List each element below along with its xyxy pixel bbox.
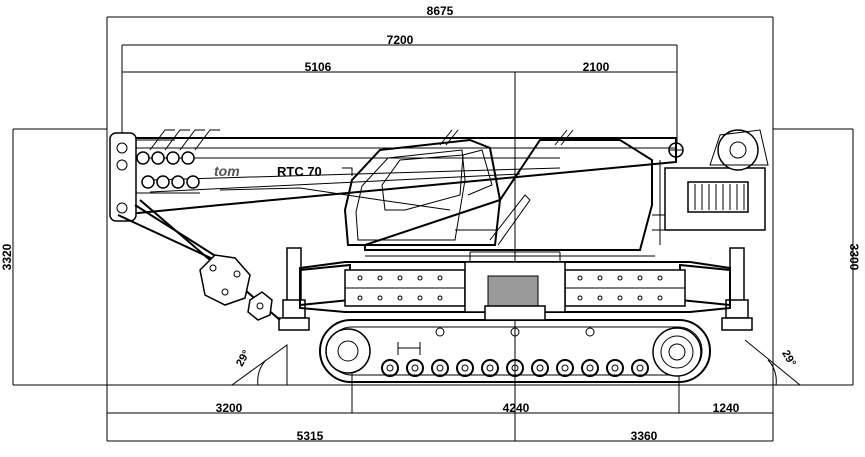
dimension-lines bbox=[12, 16, 854, 442]
frame-bolts bbox=[357, 275, 663, 301]
brand-logo: tom bbox=[214, 163, 240, 179]
dim-rear-overhang: 1240 bbox=[713, 401, 740, 415]
departure-angle-label: 29° bbox=[779, 348, 798, 368]
dim-front-to-center: 5106 bbox=[305, 60, 332, 74]
dim-axis-to-rear: 3360 bbox=[631, 429, 658, 443]
dim-overall-length: 8675 bbox=[427, 4, 454, 18]
undercarriage-frame bbox=[299, 251, 731, 321]
boom-head bbox=[109, 129, 220, 222]
dim-front-overhang: 3200 bbox=[216, 401, 243, 415]
dim-track-length: 4240 bbox=[503, 401, 530, 415]
dim-boom-length: 7200 bbox=[387, 33, 414, 47]
approach-angle-label: 29° bbox=[234, 348, 253, 368]
superstructure bbox=[364, 129, 769, 257]
winch-drum bbox=[717, 129, 759, 171]
dim-height-left: 3320 bbox=[0, 243, 14, 270]
dim-height-right: 3300 bbox=[847, 244, 861, 271]
center-panel bbox=[487, 275, 539, 309]
dim-center-to-rear-boom: 2100 bbox=[583, 60, 610, 74]
hook-assembly bbox=[117, 199, 281, 321]
crawler-track bbox=[319, 319, 711, 383]
boom: tom RTC 70 bbox=[110, 129, 677, 217]
engine-grille bbox=[687, 181, 749, 213]
boom-sheaves bbox=[136, 151, 200, 189]
operator-cab bbox=[343, 138, 531, 246]
idler-wheel bbox=[325, 328, 371, 374]
hook-block bbox=[199, 254, 251, 306]
track-rollers bbox=[381, 359, 649, 377]
angle-arcs bbox=[231, 339, 801, 386]
drive-sprocket bbox=[652, 327, 702, 377]
model-label: RTC 70 bbox=[277, 164, 322, 179]
dim-front-to-axis: 5315 bbox=[297, 429, 324, 443]
carrier-rollers bbox=[435, 327, 595, 337]
